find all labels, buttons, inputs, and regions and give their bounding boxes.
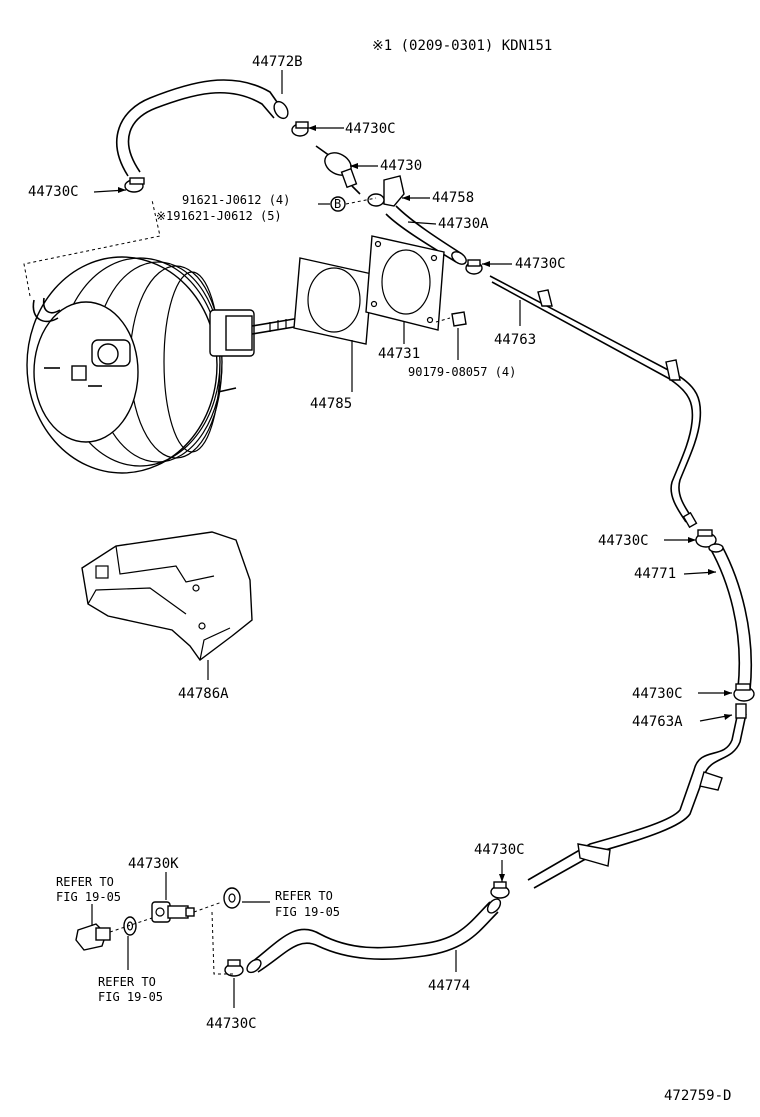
bracket-44758[interactable] (367, 175, 405, 207)
bracket-44786a[interactable] (81, 531, 253, 661)
pipe-44763a[interactable] (527, 703, 747, 889)
refer-left-line1: REFER TO (56, 875, 114, 889)
refer-right-line1: REFER TO (275, 889, 333, 903)
clip-44730c-mid-right-1[interactable] (695, 529, 717, 548)
label-44730c-left: 44730C (28, 184, 79, 200)
label-44730c-bottom: 44730C (206, 1016, 257, 1032)
clip-44730c-mid-right-2[interactable] (733, 683, 755, 702)
clip-44730c-left[interactable] (124, 177, 145, 193)
label-90179: 90179-08057 (4) (408, 365, 516, 379)
check-valve-44730[interactable] (315, 145, 361, 195)
refer-bottom-line1: REFER TO (98, 975, 156, 989)
clip-44730c-lower[interactable] (490, 881, 510, 899)
bolt-fitting[interactable] (75, 923, 111, 951)
label-44730k: 44730K (128, 856, 179, 872)
hose-44774[interactable] (245, 897, 503, 975)
label-44730: 44730 (380, 158, 422, 174)
gasket-44785[interactable] (293, 257, 373, 345)
circled-b-letter: B (334, 197, 341, 211)
label-44774: 44774 (428, 978, 470, 994)
clip-44730c-right-top[interactable] (465, 259, 483, 275)
refer-right-line2: FIG 19-05 (275, 905, 340, 919)
label-44730c-right-top: 44730C (515, 256, 566, 272)
label-91621-b: ※191621-J0612 (5) (156, 209, 282, 223)
label-44763: 44763 (494, 332, 536, 348)
refer-bottom-line2: FIG 19-05 (98, 990, 163, 1004)
diagram-id: 472759-D (664, 1088, 731, 1104)
plate-44731[interactable] (365, 235, 445, 331)
clip-44730c-top[interactable] (291, 121, 309, 137)
washer-left[interactable] (123, 916, 137, 936)
label-44730c-mid-right-1: 44730C (598, 533, 649, 549)
circled-b-marker (330, 196, 346, 212)
header-note: ※1 (0209-0301) KDN151 (372, 38, 552, 54)
label-44763a: 44763A (632, 714, 683, 730)
label-44758: 44758 (432, 190, 474, 206)
pipe-44763[interactable] (489, 275, 702, 529)
brake-booster[interactable] (26, 256, 301, 474)
union-44730k[interactable] (151, 901, 195, 923)
hose-44772b[interactable] (116, 79, 291, 177)
washer-right[interactable] (223, 887, 241, 909)
label-44731: 44731 (378, 346, 420, 362)
hose-44730a[interactable] (385, 205, 468, 267)
nut-90179[interactable] (451, 311, 467, 327)
label-44730c-top: 44730C (345, 121, 396, 137)
label-44771: 44771 (634, 566, 676, 582)
label-44730c-lower: 44730C (474, 842, 525, 858)
label-44772b: 44772B (252, 54, 303, 70)
clip-44730c-bottom[interactable] (224, 959, 244, 977)
refer-left-line2: FIG 19-05 (56, 890, 121, 904)
hose-44771[interactable] (708, 543, 753, 691)
label-44730c-mid-right-2: 44730C (632, 686, 683, 702)
label-91621-a: 91621-J0612 (4) (182, 193, 290, 207)
label-44785: 44785 (310, 396, 352, 412)
label-44730a: 44730A (438, 216, 489, 232)
label-44786a: 44786A (178, 686, 229, 702)
